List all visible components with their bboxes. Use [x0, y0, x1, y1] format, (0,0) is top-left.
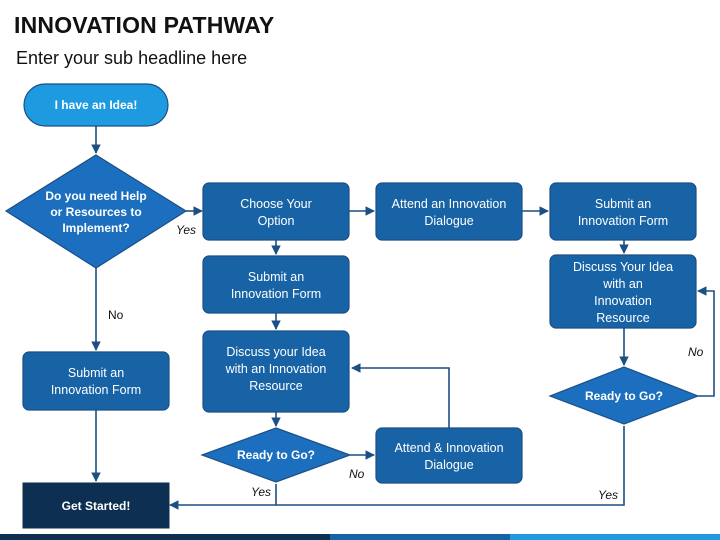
- node-submit-left-line-2: Innovation Form: [51, 383, 141, 397]
- node-ready-decision-mid: Ready to Go?: [200, 427, 352, 483]
- node-attend1-line-2: Dialogue: [424, 214, 473, 228]
- node-discuss-right-line-1: Discuss Your Idea: [573, 260, 673, 274]
- node-discuss-idea-mid: Discuss your Idea with an Innovation Res…: [202, 330, 350, 413]
- node-discuss-mid-line-1: Discuss your Idea: [226, 345, 325, 359]
- node-submit-form-left: Submit an Innovation Form: [22, 351, 170, 411]
- node-discuss-mid-line-3: Resource: [249, 379, 303, 393]
- node-attend-dialogue: Attend an Innovation Dialogue: [375, 182, 523, 241]
- edge-label-yes-mid: Yes: [251, 485, 271, 499]
- node-submit-top-line-1: Submit an: [595, 197, 651, 211]
- node-submit-mid-line-2: Innovation Form: [231, 287, 321, 301]
- node-help-decision: Do you need Help or Resources to Impleme…: [4, 154, 188, 269]
- node-discuss-idea-right: Discuss Your Idea with an Innovation Res…: [549, 254, 697, 329]
- node-discuss-right-line-3: Innovation: [594, 294, 652, 308]
- node-discuss-right-line-2: with an: [602, 277, 643, 291]
- edge-label-no-help: No: [108, 308, 124, 322]
- node-ready-mid-label: Ready to Go?: [237, 448, 315, 462]
- node-idea: I have an Idea!: [23, 83, 169, 127]
- node-ready-decision-right: Ready to Go?: [548, 366, 700, 425]
- edge-ready-right-to-get-started: [276, 426, 625, 506]
- node-submit-form-top: Submit an Innovation Form: [549, 182, 697, 241]
- page-title: INNOVATION PATHWAY: [14, 12, 275, 38]
- node-help-line-3: Implement?: [62, 221, 129, 235]
- edge-ready-right-to-discuss-right: [697, 286, 715, 397]
- node-choose-line-1: Choose Your: [240, 197, 312, 211]
- node-get-started-label: Get Started!: [62, 499, 131, 513]
- edge-label-yes-help: Yes: [176, 223, 196, 237]
- page-subtitle: Enter your sub headline here: [16, 48, 248, 68]
- node-submit-form-mid: Submit an Innovation Form: [202, 255, 350, 314]
- node-idea-label: I have an Idea!: [55, 98, 138, 112]
- edge-label-no-mid: No: [349, 467, 365, 481]
- node-submit-left-line-1: Submit an: [68, 366, 124, 380]
- node-discuss-right-line-4: Resource: [596, 311, 650, 325]
- edge-label-yes-right: Yes: [598, 488, 618, 502]
- node-submit-mid-line-1: Submit an: [248, 270, 304, 284]
- node-ready-right-label: Ready to Go?: [585, 389, 663, 403]
- node-attend2-line-2: Dialogue: [424, 458, 473, 472]
- node-attend-dialogue-2: Attend & Innovation Dialogue: [375, 427, 523, 484]
- edge-attend2-to-discuss-mid: [351, 363, 450, 428]
- node-discuss-mid-line-2: with an Innovation: [225, 362, 327, 376]
- footer-accent-bar: [0, 534, 720, 540]
- node-attend1-line-1: Attend an Innovation: [392, 197, 507, 211]
- connectors: [91, 126, 715, 510]
- node-choose-line-2: Option: [258, 214, 295, 228]
- edge-label-no-right: No: [688, 345, 704, 359]
- node-help-line-2: or Resources to: [50, 205, 141, 219]
- node-get-started: Get Started!: [22, 482, 170, 529]
- node-submit-top-line-2: Innovation Form: [578, 214, 668, 228]
- node-attend2-line-1: Attend & Innovation: [394, 441, 503, 455]
- node-help-line-1: Do you need Help: [45, 189, 146, 203]
- node-choose-option: Choose Your Option: [202, 182, 350, 241]
